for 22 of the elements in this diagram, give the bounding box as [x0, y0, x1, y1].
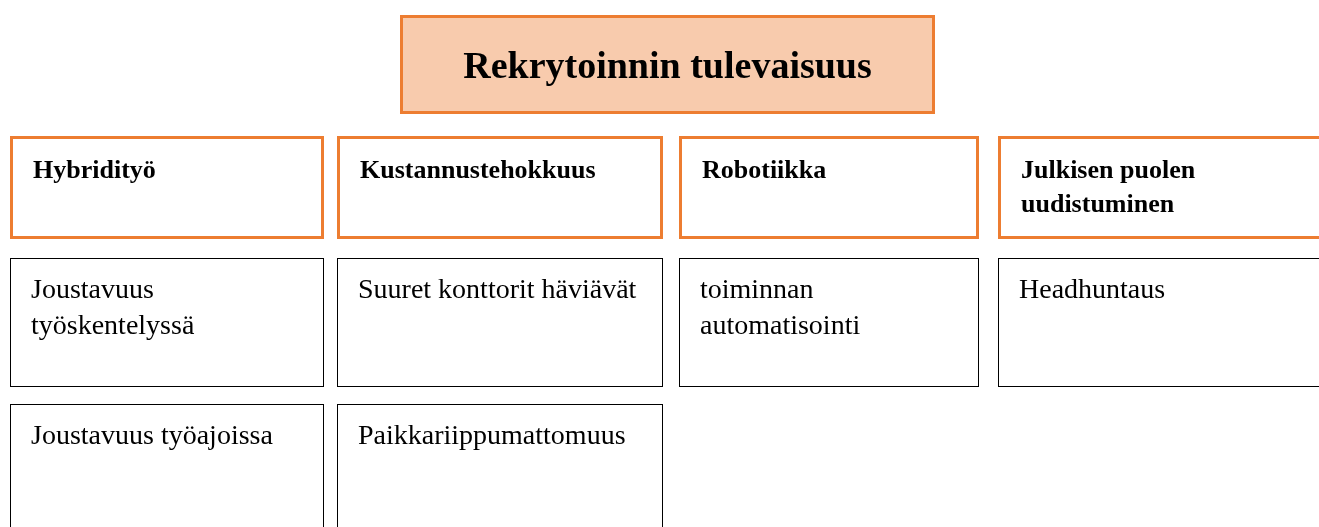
topic-text: Headhuntaus: [1019, 272, 1167, 306]
title-text: Rekrytoinnin tulevaisuus: [463, 42, 872, 87]
topic-box: [998, 258, 1319, 387]
topic-text: Paikkariippumattomuus: [358, 418, 627, 452]
category-heading: Hybridityö: [33, 154, 157, 186]
topic-text: toiminnan automatisointi: [700, 272, 862, 342]
category-heading: Julkisen puolen uudistuminen: [1021, 154, 1197, 220]
topic-text: Joustavuus työskentelyssä: [31, 272, 196, 342]
category-box: [337, 136, 663, 239]
category-box: [679, 136, 979, 239]
topic-box: [679, 258, 979, 387]
topic-box: [10, 258, 324, 387]
title-box: [400, 15, 935, 114]
topic-text: Suuret konttorit häviävät: [358, 272, 638, 306]
topic-box: [337, 258, 663, 387]
topic-text: Joustavuus työajoissa: [31, 418, 274, 452]
category-box: [998, 136, 1319, 239]
topic-box: [10, 404, 324, 527]
category-heading: Robotiikka: [702, 154, 828, 186]
topic-box: [337, 404, 663, 527]
category-heading: Kustannustehokkuus: [360, 154, 597, 186]
category-box: [10, 136, 324, 239]
